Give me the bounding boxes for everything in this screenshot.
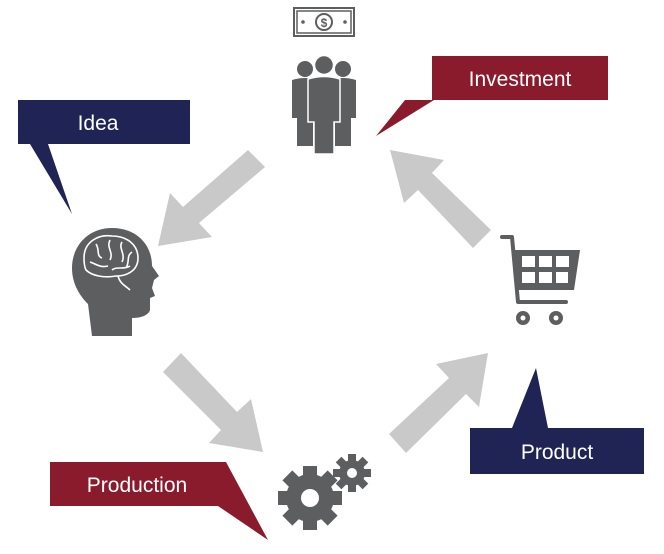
production-callout: Production bbox=[50, 462, 268, 540]
shopping-cart-icon bbox=[500, 235, 580, 325]
svg-text:$: $ bbox=[321, 16, 328, 30]
arrow-product-to-investment bbox=[390, 150, 491, 248]
idea-callout: Idea bbox=[18, 100, 190, 214]
product-label: Product bbox=[521, 441, 594, 464]
people-group-icon bbox=[292, 54, 356, 155]
flow-arrows bbox=[158, 150, 491, 453]
gears-icon bbox=[278, 454, 371, 530]
large-gear-icon bbox=[278, 466, 342, 530]
arrow-investment-to-idea bbox=[158, 150, 265, 246]
production-label: Production bbox=[87, 474, 187, 497]
investment-label: Investment bbox=[469, 68, 572, 91]
idea-label: Idea bbox=[78, 112, 119, 135]
small-gear-icon bbox=[333, 454, 371, 492]
investors-with-money-icon: $ bbox=[292, 7, 356, 155]
head-brain-icon bbox=[72, 228, 159, 336]
arrow-idea-to-production bbox=[163, 353, 263, 452]
product-callout: Product bbox=[470, 368, 644, 474]
brain-icon bbox=[83, 234, 139, 291]
money-icon: $ bbox=[293, 7, 355, 37]
investment-callout: Investment bbox=[376, 56, 608, 136]
arrow-production-to-product bbox=[389, 353, 488, 453]
